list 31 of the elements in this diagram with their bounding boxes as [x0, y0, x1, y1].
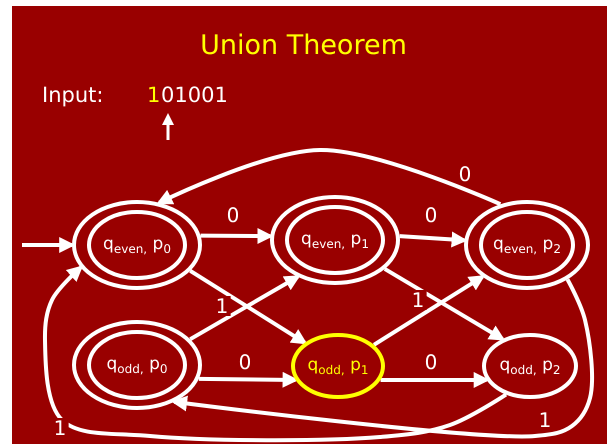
title: Union Theorem [199, 30, 408, 61]
accept-state [70, 198, 204, 292]
state-label: q$_{even,}$ p$_{1}$ [300, 228, 370, 252]
input-string: 01001 [161, 83, 228, 107]
state-label: q$_{even,}$ p$_{0}$ [102, 234, 172, 256]
input-label: Input: [42, 83, 104, 107]
transition-arrow [156, 148, 502, 206]
edge-label: 0 [422, 352, 440, 372]
state [480, 331, 580, 401]
transition-arrow [43, 265, 508, 442]
accept-state [268, 193, 402, 287]
transition-arrow [171, 278, 594, 438]
transition-arrow [384, 267, 506, 341]
current-symbol: 1 [147, 83, 160, 107]
state-label: q$_{even,}$ p$_{2}$ [492, 234, 562, 256]
state-label: q$_{odd,}$ p$_{1}$ [306, 354, 370, 378]
accept-state [70, 318, 204, 412]
transition-arrow [200, 228, 274, 244]
transition-arrow [198, 372, 299, 388]
edge-label: 0 [236, 352, 254, 372]
transition-arrow [380, 372, 490, 388]
transition-arrow [372, 275, 486, 346]
state [289, 331, 387, 401]
accept-state [462, 198, 592, 292]
transition-arrow [189, 269, 308, 344]
edge-label: 0 [422, 205, 440, 225]
edge-label: 0 [224, 205, 242, 225]
state-label: q$_{odd,}$ p$_{0}$ [105, 354, 169, 376]
edge-label: 0 [456, 164, 474, 184]
state-label: q$_{odd,}$ p$_{2}$ [498, 354, 562, 378]
transition-arrow [189, 275, 300, 341]
